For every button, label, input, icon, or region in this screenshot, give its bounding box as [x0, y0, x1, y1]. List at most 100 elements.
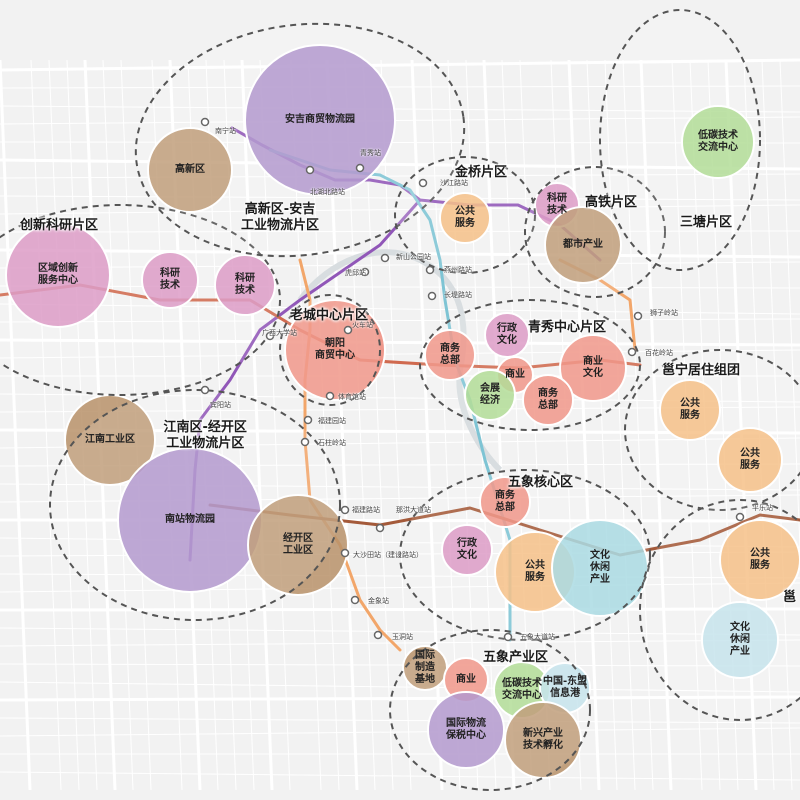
street: [0, 318, 800, 323]
station-marker: [633, 311, 643, 321]
zone-circle-32: [504, 701, 582, 779]
zone-circle-13: [559, 334, 627, 402]
zone-circle-3: [244, 44, 396, 196]
district-label: 五象产业区: [483, 650, 549, 665]
zone-label: 科研 技术: [235, 273, 255, 296]
zone-circle-17: [717, 427, 783, 493]
street: [0, 195, 800, 201]
street: [0, 85, 800, 89]
zone-circle-7: [544, 206, 622, 284]
district-boundary-7: [624, 349, 800, 511]
station-label: 火车站: [352, 321, 373, 329]
station-marker: [375, 523, 385, 533]
street: [0, 173, 800, 179]
zone-label: 商务 总部: [538, 388, 558, 411]
station-label: 新山公园站: [396, 253, 431, 261]
station-marker: [200, 385, 210, 395]
zone-label: 南站物流园: [165, 514, 215, 525]
zone-label: 文化 休闲 产业: [590, 550, 610, 585]
zone-label: 国际物流 保税中心: [446, 718, 486, 741]
zone-circle-20: [247, 494, 349, 596]
district-label: 江南区-经开区 工业物流片区: [163, 420, 247, 451]
street: [0, 141, 800, 144]
zone-label: 江南工业区: [85, 434, 135, 445]
station-marker: [627, 347, 637, 357]
district-boundary-1: [134, 22, 466, 258]
station-label: 那洪大道站: [396, 506, 431, 514]
station-label: 福建园站: [318, 417, 346, 425]
district-boundary-6: [419, 299, 641, 431]
station-label: 青秀站: [360, 149, 381, 157]
zone-circle-4: [147, 127, 233, 213]
street: [0, 105, 800, 113]
station-marker: [425, 265, 435, 275]
station-label: 南宁站: [215, 127, 236, 135]
zone-label: 新兴产业 技术孵化: [523, 728, 563, 751]
district-label: 邕宁居住组团: [662, 363, 741, 378]
station-marker: [343, 325, 353, 335]
zone-circle-2: [214, 254, 276, 316]
street: [0, 204, 800, 215]
zone-label: 高新区: [175, 164, 205, 175]
station-marker: [427, 291, 437, 301]
street: [0, 573, 800, 579]
street: [0, 116, 800, 125]
zone-circle-25: [719, 519, 800, 601]
street: [604, 59, 636, 791]
zone-label: 行政 文化: [497, 323, 517, 346]
district-boundary-11: [639, 499, 800, 721]
street: [0, 58, 800, 72]
zone-label: 中国-东盟 信息港: [543, 676, 588, 699]
zone-circle-1: [141, 251, 199, 309]
zone-label: 会展 经济: [480, 383, 500, 406]
zone-label: 商务 总部: [440, 343, 460, 366]
street: [0, 59, 32, 791]
zone-label: 安吉商贸物流园: [285, 114, 355, 125]
station-marker: [305, 165, 315, 175]
zone-label: 低碳技术 交流中心: [502, 678, 542, 701]
street: [0, 230, 800, 233]
street: [0, 349, 800, 359]
station-marker: [735, 512, 745, 522]
zone-circle-11: [424, 329, 476, 381]
street: [0, 285, 800, 289]
street: [0, 727, 800, 737]
street: [0, 717, 800, 724]
zone-circle-31: [427, 691, 505, 769]
station-marker: [350, 595, 360, 605]
station-label: 五象大道站: [520, 633, 555, 641]
district-boundary-4: [599, 9, 761, 271]
zone-label: 公共 服务: [680, 398, 700, 421]
street: [0, 663, 800, 667]
station-label: 石柱岭站: [318, 439, 346, 447]
district-label: 高铁片区: [585, 195, 638, 210]
street: [0, 338, 800, 347]
station-label: 狮子岭站: [650, 309, 678, 317]
district-boundary-10: [389, 629, 591, 791]
station-label: 燕州路站: [444, 266, 472, 274]
zone-circle-8: [681, 105, 755, 179]
station-label: 福建路站: [352, 506, 380, 514]
station-marker: [200, 117, 210, 127]
zone-circle-14: [464, 369, 516, 421]
zone-circle-10: [484, 312, 530, 358]
district-label: 青秀中心片区: [528, 320, 607, 335]
zone-label: 公共 服务: [455, 206, 475, 229]
station-marker: [265, 331, 275, 341]
street: [743, 59, 775, 791]
zone-label: 商业: [505, 369, 525, 380]
zone-label: 区域创新 服务中心: [38, 263, 78, 286]
zone-label: 商业 文化: [583, 356, 603, 379]
station-label: 百花岭站: [645, 349, 673, 357]
station-label: 虎邱站: [345, 269, 366, 277]
station-marker: [373, 630, 383, 640]
district-label: 高新区-安吉 工业物流片区: [241, 202, 320, 233]
street: [48, 59, 80, 791]
district-label: 创新科研片区: [20, 218, 99, 233]
zone-label: 经开区 工业区: [283, 533, 313, 556]
street: [567, 59, 601, 791]
zone-label: 朝阳 商贸中心: [315, 338, 355, 361]
